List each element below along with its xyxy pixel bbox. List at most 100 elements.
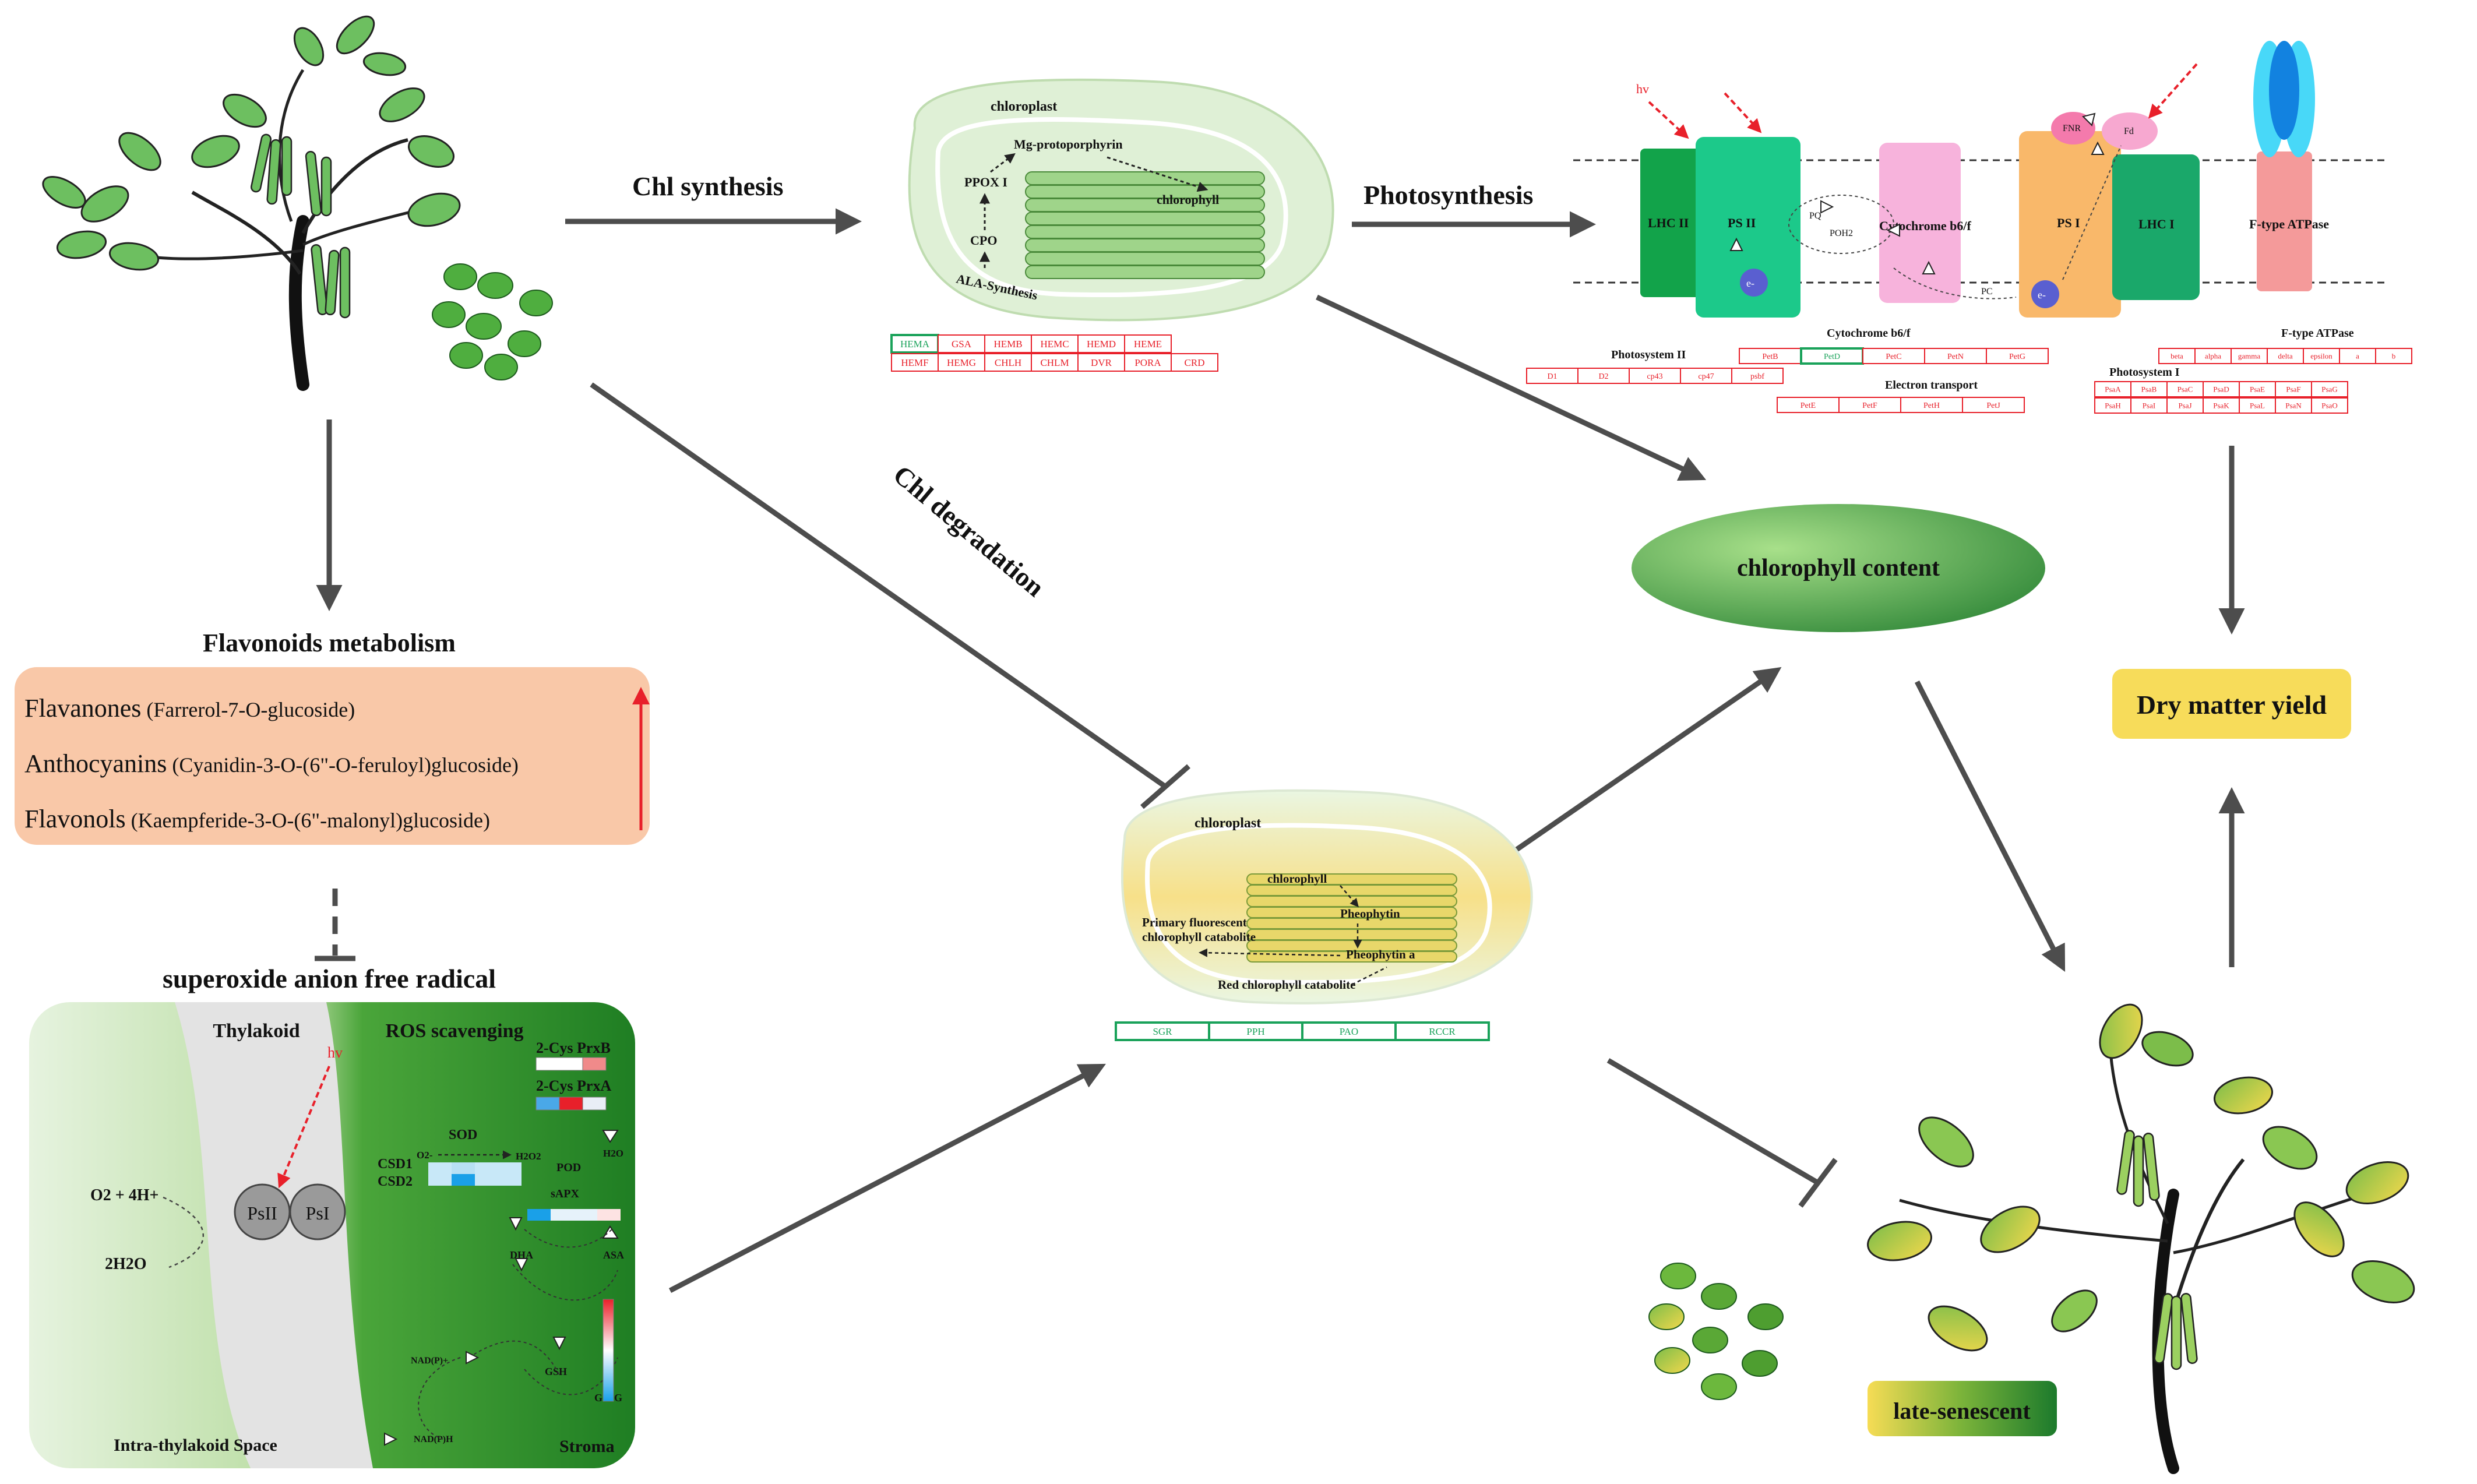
pheophytin-a-label: Pheophytin a	[1346, 947, 1415, 961]
synth-gene-HEMG: HEMG	[938, 353, 985, 372]
thylakoid-label: Thylakoid	[213, 1020, 300, 1042]
heatmap-color-scale	[602, 1299, 614, 1402]
electron-ps2	[1740, 269, 1768, 297]
prxb-heatmap	[535, 1057, 607, 1071]
synth-gene-HEME: HEME	[1124, 334, 1172, 353]
rcc-label: Red chlorophyll catabolite	[1218, 978, 1355, 992]
chlorophyll-content-node: chlorophyll content	[1632, 504, 2045, 632]
ps1-label: PS I	[2057, 216, 2080, 230]
gene-label: PetN	[1947, 353, 1964, 361]
superoxide-title: superoxide anion free radical	[163, 964, 496, 993]
gene-label: DVR	[1091, 357, 1112, 368]
ps1-gene-PsaN: PsaN	[2275, 397, 2312, 414]
2h2o-label: 2H2O	[105, 1255, 147, 1273]
gene-label: CHLM	[1040, 357, 1069, 368]
arrows	[315, 208, 2245, 1293]
gene-label: PsaF	[2286, 385, 2300, 394]
ps1-gene-PsaI: PsaI	[2130, 397, 2168, 414]
atp-gene-gamma: gamma	[2231, 348, 2268, 364]
late-senescent-label: late-senescent	[1893, 1398, 2031, 1424]
flavonoid-row: Anthocyanins (Cyanidin-3-O-(6"-O-feruloy…	[24, 749, 519, 778]
synth-gene-DVR: DVR	[1077, 353, 1125, 372]
gene-label: HEME	[1134, 339, 1162, 350]
cyt-gene-PetC: PetC	[1862, 348, 1925, 364]
gene-label: CHLH	[995, 357, 1021, 368]
ps1-gene-PsaB: PsaB	[2130, 381, 2168, 397]
synth-gene-CRD: CRD	[1171, 353, 1218, 372]
healthy-plant-illustration	[42, 15, 461, 391]
e-label-2: e-	[2038, 289, 2046, 301]
flavonoid-compound: (Cyanidin-3-O-(6"-O-feruloyl)glucoside)	[167, 753, 519, 777]
ps1-gene-PsaD: PsaD	[2203, 381, 2240, 397]
gene-label: PsaA	[2105, 385, 2121, 394]
photosynthesis-panel: LHC II PS II Cytochrome b6/f PS I LHC I …	[1526, 41, 2412, 414]
atpase-stalk	[2257, 151, 2312, 291]
synth-gene-GSA: GSA	[938, 334, 985, 353]
flavonoid-class: Flavanones	[24, 694, 141, 722]
lhc1-complex	[2112, 154, 2200, 300]
gene-label: PsaB	[2141, 385, 2157, 394]
lhc1-label: LHC I	[2138, 217, 2175, 231]
ps1-gene-PsaH: PsaH	[2094, 397, 2131, 414]
flavonoid-class: Flavonols	[24, 805, 126, 833]
sod-label: SOD	[449, 1127, 477, 1143]
gene-label: PetD	[1824, 353, 1840, 361]
gene-label: CRD	[1185, 357, 1205, 368]
flavonoid-compound: (Kaempferide-3-O-(6"-malonyl)glucoside)	[126, 809, 490, 832]
sapx-heatmap	[527, 1209, 621, 1221]
gene-label: SGR	[1153, 1026, 1172, 1037]
gene-label: HEMC	[1040, 339, 1069, 350]
flavonoid-row: Flavonols (Kaempferide-3-O-(6"-malonyl)g…	[24, 805, 490, 833]
inhibit-late-senescent	[1606, 1058, 1820, 1185]
et-gene-PetH: PetH	[1900, 397, 1963, 413]
chlorophyll-content-label: chlorophyll content	[1737, 555, 1940, 581]
ps2-table-title: Photosystem II	[1611, 348, 1686, 361]
mg-protoporphyrin-label: Mg-protoporphyrin	[1014, 137, 1123, 151]
ros-scavenging-label: ROS scavenging	[385, 1020, 523, 1042]
e-label-1: e-	[1746, 277, 1754, 289]
flavonoid-row: Flavanones (Farrerol-7-O-glucoside)	[24, 694, 355, 722]
prxb-label: 2-Cys PrxB	[536, 1039, 611, 1056]
asa-label: ASA	[603, 1249, 624, 1261]
chl-synthesis-panel: chloroplast Mg-protoporphyrin PPOX I chl…	[890, 78, 1334, 372]
label-chl-synthesis: Chl synthesis	[632, 171, 783, 201]
flavonoid-class: Anthocyanins	[24, 749, 167, 778]
flavonoid-compound: (Farrerol-7-O-glucoside)	[141, 698, 355, 721]
ps2-gene-cp43: cp43	[1629, 368, 1681, 384]
nadp-label: NAD(P)+	[411, 1356, 448, 1366]
gene-label: PPH	[1246, 1026, 1264, 1037]
o2-radical-label: O2-	[417, 1150, 433, 1161]
gene-label: HEMD	[1087, 339, 1116, 350]
gene-label: PetJ	[1986, 401, 2000, 410]
late-senescent-node: late-senescent	[1868, 1381, 2057, 1436]
degradation-chloroplast-label: chloroplast	[1195, 816, 1261, 831]
cytochrome-b6f	[1879, 143, 1961, 303]
fd-label: Fd	[2124, 126, 2134, 136]
gene-label: HEMA	[900, 339, 930, 350]
gene-label: PsaI	[2143, 401, 2155, 410]
stroma-label: Stroma	[559, 1437, 614, 1456]
ps2-label: PS II	[1728, 216, 1756, 230]
flavonoids-panel: Flavonoids metabolism Flavanones (Farrer…	[15, 629, 650, 845]
ppox-label: PPOX I	[964, 175, 1007, 189]
pfcc-label-2: chlorophyll catabolite	[1142, 930, 1256, 944]
pc-label: PC	[1981, 287, 1993, 297]
psI-label: PsI	[306, 1203, 330, 1224]
gene-label: D1	[1547, 372, 1557, 381]
inhibit-chl-degradation	[590, 382, 1167, 789]
gene-label: PetH	[1923, 401, 1940, 410]
healthy-seeds	[432, 263, 553, 380]
fnr	[2051, 112, 2095, 144]
deg-gene-PAO: PAO	[1301, 1021, 1397, 1041]
gene-label: alpha	[2205, 352, 2221, 361]
gene-label: psbf	[1750, 372, 1764, 381]
intra-thylakoid-label: Intra-thylakoid Space	[114, 1436, 277, 1455]
inhibit-bar-degradation	[1140, 764, 1190, 809]
gene-label: gamma	[2238, 352, 2260, 361]
gene-label: PORA	[1134, 357, 1161, 368]
gene-label: PsaD	[2213, 385, 2229, 394]
psII-label: PsII	[247, 1203, 277, 1224]
lhc2-complex	[1640, 149, 1704, 297]
